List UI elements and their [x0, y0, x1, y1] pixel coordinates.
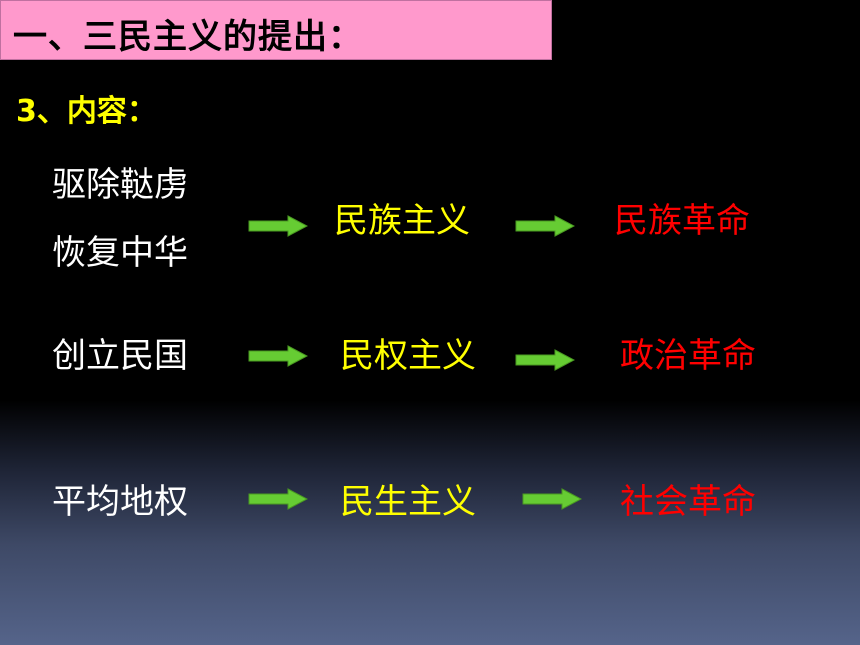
row1-left-line1: 驱除鞑虏 [52, 165, 188, 205]
right-arrow-icon [248, 488, 308, 510]
right-arrow-icon [522, 488, 582, 510]
row3-middle: 民生主义 [340, 482, 476, 522]
row3-left: 平均地权 [52, 482, 188, 522]
row1-middle: 民族主义 [334, 201, 470, 241]
row1-left-line2: 恢复中华 [52, 233, 188, 273]
row2-middle: 民权主义 [340, 336, 476, 376]
title-banner: 一、三民主义的提出： [0, 0, 552, 60]
row2-right: 政治革命 [620, 336, 756, 376]
right-arrow-icon [515, 215, 575, 237]
row3-right: 社会革命 [620, 482, 756, 522]
right-arrow-icon [248, 215, 308, 237]
right-arrow-icon [515, 349, 575, 371]
right-arrow-icon [248, 345, 308, 367]
slide-title: 一、三民主义的提出： [13, 17, 363, 57]
section-subtitle: 3、内容： [16, 94, 157, 129]
row2-left: 创立民国 [52, 336, 188, 376]
row1-right: 民族革命 [614, 201, 750, 241]
